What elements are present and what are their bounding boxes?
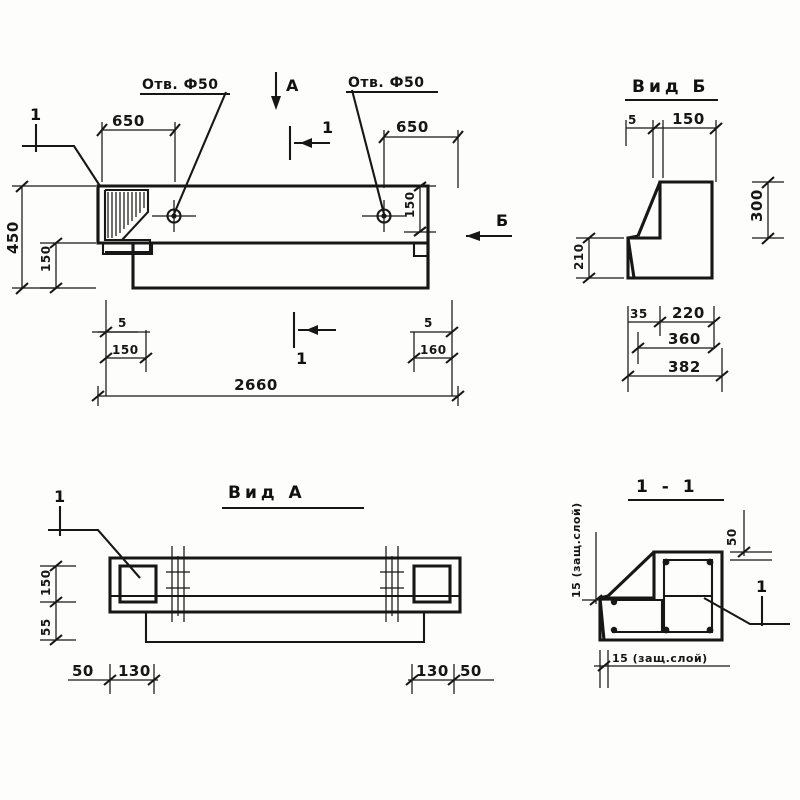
view-a-leader-marker: 1 [48,487,141,579]
view-a-dim-50-right-label: 50 [460,662,482,680]
section-1-1-dim-50-label: 50 [725,528,739,546]
beam-outline [96,184,430,290]
view-b-dim-top: 5 150 [625,110,723,182]
rebar-dot [662,558,670,566]
dim-160-bottom-right: 160 [407,332,459,372]
dim-150-left-label: 150 [39,245,53,272]
view-a-marker-1-label: 1 [54,487,65,506]
section-1-1-title: 1 - 1 [636,477,699,497]
rebar-dot [706,558,714,566]
view-a-dim-50-left-label: 50 [72,662,94,680]
view-a-dim-bottom-right: 130 50 [405,662,494,694]
view-a-outline [108,546,462,644]
section-1-1-leader-label: 1 [756,577,767,596]
section-1-1-dim-left-label: 15 (защ.слой) [570,502,583,598]
main-elevation-view: Отв. Ф50 Отв. Ф50 А 1 1 Б [4,72,512,406]
dim-150-bottom-left: 150 [99,330,153,372]
section-arrow-a-label: А [286,76,299,95]
dim-150-inner-right: 150 [403,181,436,237]
section-arrow-a: А [271,72,299,110]
dim-2660-label: 2660 [234,376,278,394]
leader-right-hole [350,89,386,215]
hole-label-left: Отв. Ф50 [142,77,218,93]
rebar-dot [662,626,670,634]
dim-160-bottom-right-label: 160 [420,343,447,357]
section-marker-1-bottom: 1 [292,312,336,368]
view-a-dim-150: 150 [39,560,76,608]
view-b-dim-220-label: 220 [672,304,705,322]
view-a-dim-bottom-left: 50 130 [68,662,161,694]
section-1-1-outline [598,550,724,642]
dim-5-right-label: 5 [424,316,433,330]
dim-650-right-label: 650 [396,118,429,136]
leader-marker-left-label: 1 [30,105,41,124]
view-a-dim-150-label: 150 [39,569,53,596]
section-marker-1-bottom-label: 1 [296,349,307,368]
section-1-1-dim-bottom-label: 15 (защ.слой) [612,652,708,665]
view-a-dim-55: 55 [39,602,76,646]
view-b-dim-5-label: 5 [628,113,637,127]
view-b-dim-382-label: 382 [668,358,701,376]
leader-marker-left: 1 [22,105,101,187]
hole-symbol-left [152,200,196,232]
view-b-dim-35-label: 35 [630,307,648,321]
notch-hatch-detail [101,188,154,256]
view-b-dim-210: 210 [572,232,624,284]
section-1-1: 1 - 1 1 [570,477,790,688]
view-b-dim-300: 300 [748,176,784,245]
dim-5-left-label: 5 [118,316,127,330]
section-1-1-dim-left: 15 (защ.слой) [570,502,616,606]
view-a-dim-130-right-label: 130 [416,662,449,680]
hole-symbol-right [362,200,406,232]
dim-2660-overall: 2660 [91,376,465,406]
view-a-dim-130-left-label: 130 [118,662,151,680]
view-b: Вид Б 5 150 300 [572,77,784,392]
rebar-dot [706,626,714,634]
dim-650-left: 650 [96,112,181,182]
view-b-dim-chain: 35 220 360 382 [621,304,729,392]
dim-450: 450 [4,180,96,295]
dim-150-inner-right-label: 150 [403,191,417,218]
dim-450-label: 450 [4,221,22,254]
rebar-dot [610,626,618,634]
dim-5-right: 5 [410,300,459,396]
dim-150-left: 150 [39,237,96,294]
view-a: Вид А 1 [39,483,494,694]
section-1-1-leader: 1 [703,577,790,626]
hole-label-right: Отв. Ф50 [348,75,424,91]
leader-left-hole [173,91,227,215]
reinforcement-cage [610,558,714,634]
section-1-1-dim-50: 50 [725,510,772,561]
view-b-dim-150-label: 150 [672,110,705,128]
view-b-title: Вид Б [632,77,709,97]
dim-650-right: 650 [378,118,464,188]
view-b-dim-210-label: 210 [572,243,586,270]
section-marker-1-top: 1 [288,118,333,160]
view-b-dim-300-label: 300 [748,189,766,222]
section-arrow-b-label: Б [496,211,508,230]
view-a-title: Вид А [228,483,306,503]
section-1-1-dim-bottom: 15 (защ.слой) [594,650,730,688]
dim-650-left-label: 650 [112,112,145,130]
view-b-dim-360-label: 360 [668,330,701,348]
section-arrow-b: Б [466,211,512,241]
view-b-profile [626,180,714,280]
dim-150-bottom-left-label: 150 [112,343,139,357]
view-a-dim-55-label: 55 [39,618,53,636]
section-marker-1-top-label: 1 [322,118,333,137]
dim-5-left: 5 [92,300,150,396]
